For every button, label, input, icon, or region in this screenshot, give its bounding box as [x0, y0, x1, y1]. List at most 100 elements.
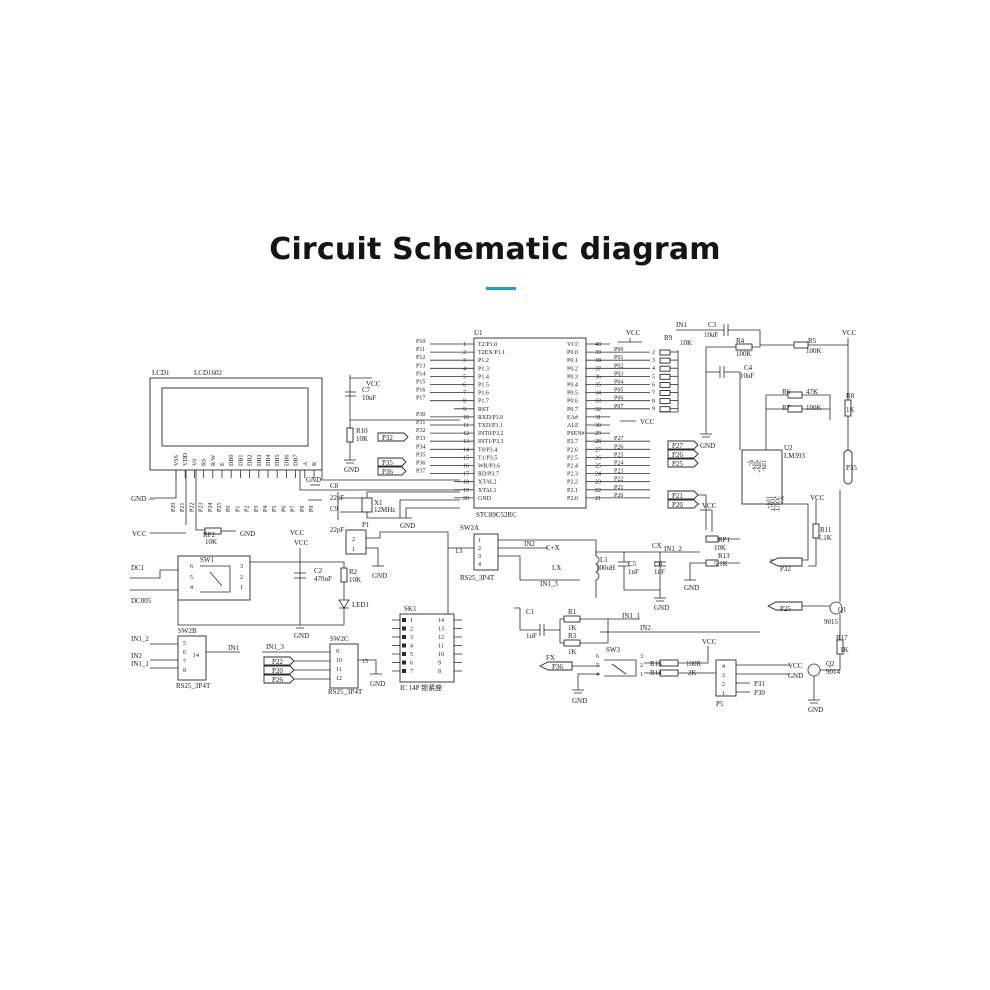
r16 — [659, 659, 679, 667]
r2-val: 10K — [349, 576, 361, 584]
mcu-pin-num-right: 27 — [595, 447, 601, 453]
mcu-pin-left: P1.7 — [478, 399, 489, 405]
svg-text:2: 2 — [722, 682, 725, 688]
mcu-net-right: P21 — [614, 485, 623, 491]
lcd-pin-net: P22 — [189, 503, 195, 512]
svg-text:4: 4 — [478, 562, 481, 568]
lcd-pin: R/W — [211, 454, 217, 466]
c7-val: 10uF — [362, 394, 377, 402]
sk1-pin: 7 — [410, 669, 413, 675]
mcu-pin-num-right: 26 — [595, 455, 601, 461]
svg-text:3: 3 — [478, 554, 481, 560]
c9-ref: C9 — [330, 505, 339, 513]
mcu-net-right: P07 — [614, 404, 623, 410]
mcu-pin-num-left: 14 — [463, 447, 469, 453]
mcu-net-left: P37 — [416, 469, 425, 475]
svg-text:3: 3 — [640, 654, 643, 660]
lcd-module: LCD1 LCD1602 VSSP20VDDP21V0P22RSP23R/WP2… — [149, 369, 323, 512]
c1-val: 1uF — [526, 632, 537, 640]
r3-ref: R3 — [568, 632, 577, 640]
sk1-pin: 13 — [438, 627, 444, 633]
mcu-vcc: VCC — [626, 329, 641, 337]
mcu-pin-num-left: 5 — [463, 374, 466, 380]
mcu-net-left: P36 — [416, 461, 425, 467]
r8-val: 1K — [846, 406, 855, 414]
mcu-pin-right: P2.2 — [567, 480, 578, 486]
c1-ref: C1 — [526, 608, 535, 616]
sw1-vcc: VCC — [294, 539, 309, 547]
mcu-pin-left: GND — [478, 496, 492, 502]
svg-text:10: 10 — [336, 658, 342, 664]
svg-text:9: 9 — [336, 649, 339, 655]
sw3-gnd: GND — [572, 697, 587, 705]
flag-p20-right: P20 — [672, 501, 683, 509]
svg-text:1: 1 — [240, 585, 243, 591]
rp2-gnd: GND — [240, 530, 255, 538]
page-title: Circuit Schematic diagram — [269, 232, 721, 267]
rp2-val: 10K — [205, 538, 217, 546]
flag-p25: P25 — [780, 605, 791, 613]
mcu-pin-num-left: 8 — [463, 399, 466, 405]
sw2c-in13: IN1_3 — [266, 643, 284, 651]
mcu-pin-right: P2.7 — [567, 439, 578, 445]
r5-vcc: VCC — [842, 329, 857, 337]
p5-p30: P30 — [754, 689, 765, 697]
mcu-net-right: P25 — [614, 452, 623, 458]
mcu-pin-right: PSEN# — [567, 431, 585, 437]
mcu-net-left: P34 — [416, 444, 425, 450]
mcu-pin-left: RD/P3.7 — [478, 472, 499, 478]
mcu-pin-num-left: 16 — [463, 464, 469, 470]
mcu-net-left: P17 — [416, 396, 425, 402]
sw2b-part: RS25_3P4T — [176, 682, 211, 690]
r7-ref: R7 — [782, 404, 791, 412]
lcd-pin-net: P2 — [245, 506, 251, 512]
mcu-pin-num-left: 12 — [463, 431, 469, 437]
r1-in2: IN2 — [640, 624, 651, 632]
mcu-net-left: P10 — [416, 339, 425, 345]
lcd-pin: E — [220, 462, 226, 466]
mcu-pin-num-right: 29 — [595, 431, 601, 437]
lcd-pin: K — [312, 461, 318, 466]
r10-gnd: GND — [344, 466, 359, 474]
svg-text:5: 5 — [596, 663, 599, 669]
mcu-pin-num-right: 22 — [595, 488, 601, 494]
r1-val: 1K — [568, 624, 577, 632]
flag-p21: P21 — [672, 492, 683, 500]
sw2a-in13: IN1_3 — [540, 580, 558, 588]
mcu-net-right: P03 — [614, 371, 623, 377]
p5-ref: P5 — [716, 700, 724, 708]
mcu-pin-num-left: 7 — [463, 391, 466, 397]
c8-val: 22pF — [330, 494, 345, 502]
flag-p25-right: P25 — [672, 460, 683, 468]
r9-pin: 2 — [652, 350, 655, 356]
r16-vcc: VCC — [702, 638, 717, 646]
u2-pin: 1OUT — [769, 496, 775, 512]
mcu-pin-num-left: 9 — [463, 407, 466, 413]
mcu-net-left: P12 — [416, 355, 425, 361]
r1 — [563, 615, 581, 623]
sw1 — [177, 555, 251, 601]
mcu-net-right: P05 — [614, 388, 623, 394]
c3-val: 10uF — [704, 331, 719, 339]
mcu-pin-right: P0.3 — [567, 374, 578, 380]
svg-text:5: 5 — [190, 575, 193, 581]
sk1-pin: 5 — [410, 652, 413, 658]
r9-val: 10K — [680, 339, 692, 347]
u2-part: LM393 — [784, 452, 806, 460]
svg-text:4: 4 — [190, 585, 193, 591]
mcu-pin-left: WR/P3.6 — [478, 464, 500, 470]
mcu-net-right: P01 — [614, 355, 623, 361]
mcu-pin-num-left: 15 — [463, 455, 469, 461]
p5-vcc: VCC — [788, 662, 803, 670]
lc-gnd: GND — [654, 604, 669, 612]
mcu-gnd: GND — [400, 522, 415, 530]
svg-text:2: 2 — [240, 575, 243, 581]
mcu-pin-num-left: 13 — [463, 439, 469, 445]
rp2-ref: RP2 — [203, 531, 216, 539]
mcu-pin-num-left: 10 — [463, 415, 469, 421]
mcu-pin-num-right: 30 — [595, 423, 601, 429]
lcd-pin: DB1 — [238, 455, 244, 466]
q1-ref: Q1 — [838, 606, 847, 614]
x1-val: 12MHz — [374, 506, 395, 514]
